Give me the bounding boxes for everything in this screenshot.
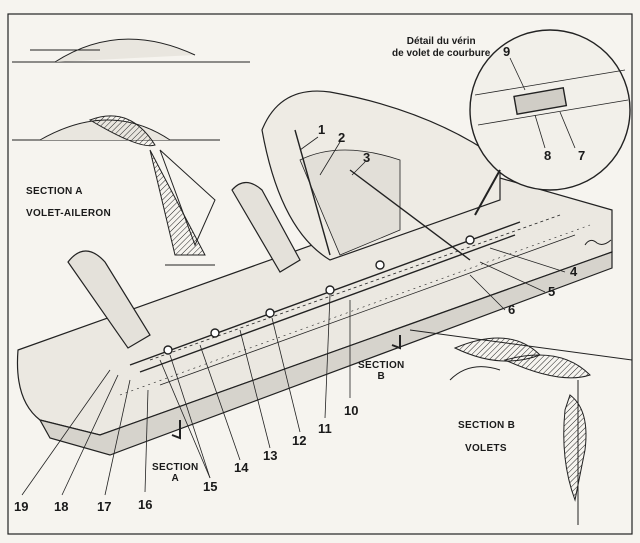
control-linkage: [129, 129, 521, 373]
detail-magnifier: [469, 29, 631, 216]
section-markers: [171, 335, 401, 440]
detail-caption: Détail du vérin de volet de courbure: [392, 36, 490, 60]
marker-section-b-line2: B: [377, 371, 386, 382]
fuselage: [261, 90, 501, 261]
caption-volets: VOLETS: [465, 443, 507, 454]
marker-section-a: SECTION A: [152, 462, 199, 484]
section-b-inset: [409, 329, 633, 525]
callout-7: 7: [578, 148, 586, 163]
callout-17: 17: [97, 499, 112, 514]
callout-10: 10: [344, 403, 359, 418]
marker-section-b: SECTION B: [358, 360, 405, 382]
callout-2: 2: [338, 130, 346, 145]
marker-section-b-line1: SECTION: [358, 360, 405, 371]
callout-6: 6: [508, 302, 516, 317]
callout-12: 12: [292, 433, 307, 448]
section-a-inset: [12, 38, 250, 266]
callout-11: 11: [318, 421, 332, 436]
callout-9: 9: [503, 44, 511, 59]
marker-section-a-line2: A: [171, 473, 180, 484]
detail-caption-line2: de volet de courbure: [392, 48, 491, 59]
callout-16: 16: [138, 497, 153, 512]
caption-section-b: SECTION B: [458, 420, 516, 431]
callout-13: 13: [263, 448, 278, 463]
callout-14: 14: [234, 460, 249, 475]
callout-1: 1: [318, 122, 326, 137]
frame-border: [7, 13, 633, 535]
marker-section-a-line1: SECTION: [152, 462, 199, 473]
callout-3: 3: [363, 150, 371, 165]
artist-signature: [584, 239, 612, 246]
detail-caption-line1: Détail du vérin: [406, 36, 476, 47]
caption-section-a: SECTION A: [26, 186, 83, 197]
callout-15: 15: [203, 479, 218, 494]
engine-nacelles: [67, 181, 301, 349]
callout-18: 18: [54, 499, 69, 514]
callout-8: 8: [544, 148, 552, 163]
caption-volet-aileron: VOLET-AILERON: [26, 208, 112, 219]
leader-lines: [21, 57, 576, 496]
callout-19: 19: [14, 499, 29, 514]
callout-5: 5: [548, 284, 556, 299]
callout-4: 4: [570, 264, 578, 279]
